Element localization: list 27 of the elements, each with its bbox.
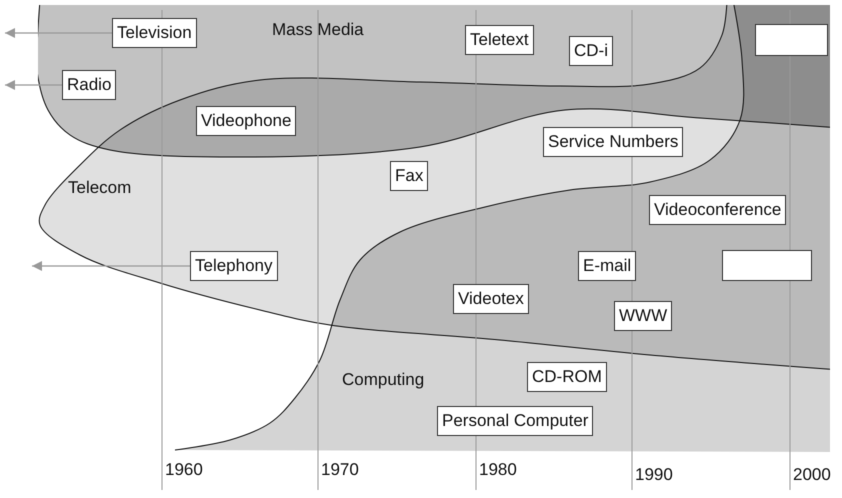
label-box: CD-ROM (527, 362, 607, 392)
label-box: CD-i (569, 36, 613, 66)
arrow (5, 28, 112, 38)
label-box: Service Numbers (543, 127, 684, 157)
label-box: Fax (390, 161, 428, 191)
label-box: Videotex (453, 284, 529, 314)
empty-box (722, 250, 812, 281)
year-label: 1960 (165, 460, 203, 480)
region-label: Mass Media (272, 20, 364, 40)
label-box: Videoconference (649, 195, 786, 225)
year-label: 1990 (635, 465, 673, 485)
arrow (5, 80, 62, 90)
arrow (32, 261, 190, 271)
label-box: Videophone (196, 106, 296, 136)
label-box: Radio (62, 70, 116, 100)
year-label: 1970 (321, 460, 359, 480)
label-box: Television (112, 18, 197, 48)
label-box: E-mail (578, 251, 636, 281)
label-box: Telephony (190, 251, 278, 281)
region-label: Telecom (68, 178, 132, 198)
label-box: Personal Computer (437, 406, 594, 436)
year-label: 1980 (479, 460, 517, 480)
label-box: Teletext (465, 25, 534, 55)
empty-box (755, 24, 828, 56)
year-label: 2000 (793, 465, 831, 485)
region-label: Computing (342, 370, 424, 390)
label-box: WWW (614, 301, 672, 331)
